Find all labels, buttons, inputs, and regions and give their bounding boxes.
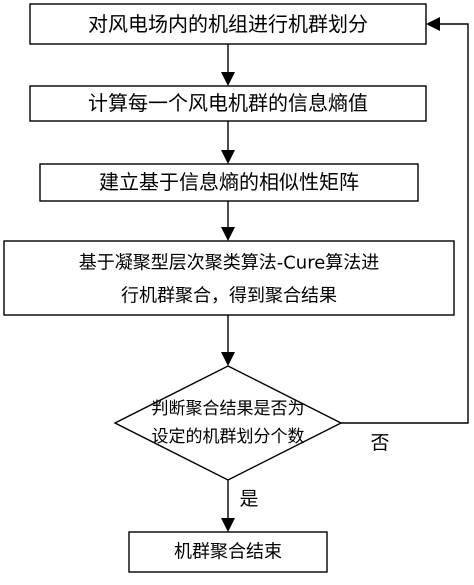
arrowhead-1-2 (221, 72, 235, 86)
decision-text-line-1: 判断聚合结果是否为 (152, 399, 305, 419)
end-box: 机群聚合结束 (128, 531, 328, 573)
step-1-box: 对风电场内的机组进行机群划分 (29, 3, 427, 45)
step-1-text: 对风电场内的机组进行机群划分 (88, 12, 368, 36)
decision-text-line-2: 设定的机群划分个数 (152, 427, 305, 447)
no-loop-arrowhead (426, 17, 440, 31)
step-3-text: 建立基于信息熵的相似性矩阵 (99, 170, 359, 194)
step-3-box: 建立基于信息熵的相似性矩阵 (39, 163, 419, 202)
arrowhead-4-decision (221, 352, 235, 366)
step-4-text-line-1: 基于凝聚型层次聚类算法-Cure算法进 (79, 253, 380, 274)
arrowhead-3-4 (221, 227, 235, 241)
step-2-box: 计算每一个风电机群的信息熵值 (29, 85, 427, 122)
arrowhead-decision-end (221, 518, 235, 532)
no-loop-line (341, 23, 469, 424)
arrowhead-2-3 (221, 150, 235, 164)
decision-diamond: 判断聚合结果是否为 设定的机群划分个数 (113, 365, 343, 481)
step-2-text: 计算每一个风电机群的信息熵值 (88, 91, 368, 115)
end-text: 机群聚合结束 (174, 542, 282, 563)
yes-label: 是 (239, 488, 258, 510)
step-4-box: 基于凝聚型层次聚类算法-Cure算法进 行机群聚合，得到聚合结果 (3, 240, 455, 316)
no-label: 否 (370, 432, 389, 454)
step-4-text-line-2: 行机群聚合，得到聚合结果 (121, 286, 337, 307)
